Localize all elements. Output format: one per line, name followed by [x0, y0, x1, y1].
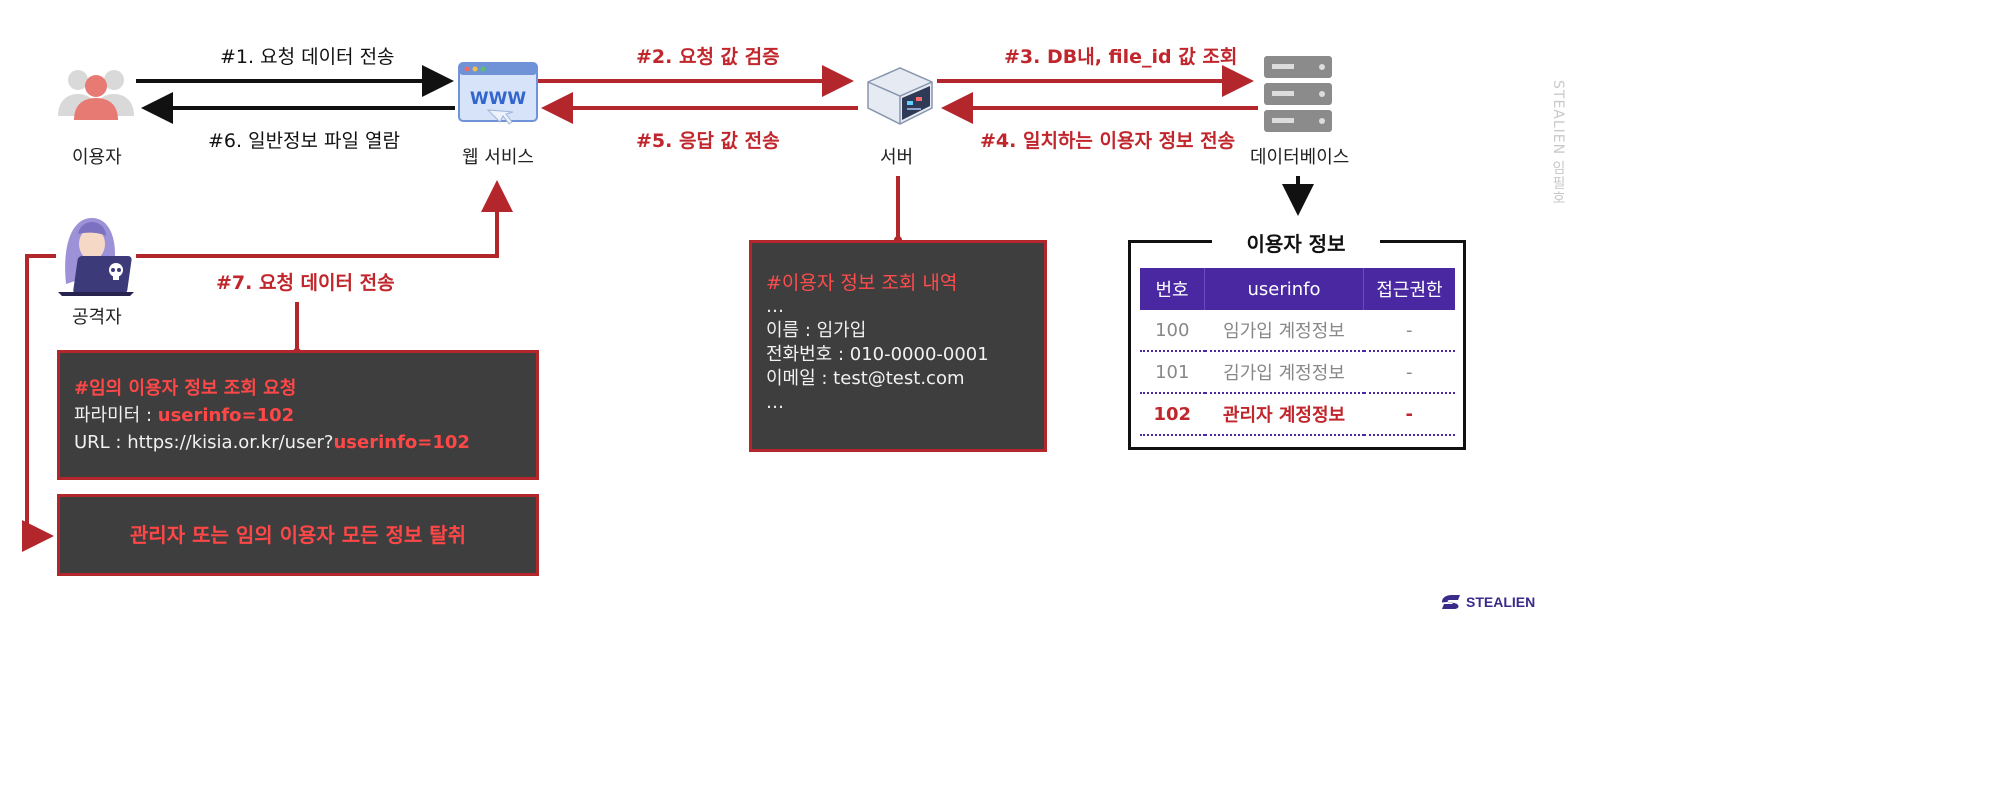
web-browser-icon: WWW: [458, 62, 538, 125]
server-label: 서버: [880, 147, 914, 168]
server-log-email: 이메일 : test@test.com: [766, 368, 965, 389]
hacker-icon: [58, 218, 134, 296]
step5-label: #5. 응답 값 전송: [636, 130, 780, 152]
attack-request-url: URL : https://kisia.or.kr/user?userinfo=…: [74, 432, 470, 453]
attack-request-title: #임의 이용자 정보 조회 요청: [74, 378, 297, 399]
diagram-connectors: [22, 65, 1314, 552]
user-info-table: 번호 userinfo 접근권한 100 임가입 계정정보 - 101 김가입 …: [1140, 268, 1455, 436]
table-cell: -: [1363, 310, 1455, 352]
table-cell: 임가입 계정정보: [1204, 310, 1364, 352]
database-label: 데이터베이스: [1250, 147, 1350, 168]
table-row: 100 임가입 계정정보 -: [1140, 310, 1455, 352]
web-icon-text: WWW: [470, 89, 527, 109]
table-cell: 관리자 계정정보: [1204, 393, 1364, 436]
user-group-icon: [58, 70, 134, 120]
table-cell: 102: [1140, 393, 1205, 436]
web-service-label: 웹 서비스: [462, 147, 534, 168]
user-label: 이용자: [72, 147, 122, 168]
step1-label: #1. 요청 데이터 전송: [220, 46, 395, 68]
stealien-logo-text: STEALIEN: [1466, 594, 1536, 610]
user-info-title: 이용자 정보: [1212, 228, 1380, 256]
server-log-title: #이용자 정보 조회 내역: [766, 272, 958, 294]
table-header-row: 번호 userinfo 접근권한: [1140, 268, 1455, 310]
server-icon: [867, 67, 933, 125]
result-box: 관리자 또는 임의 이용자 모든 정보 탈취: [57, 494, 539, 576]
server-log-phone: 전화번호 : 010-0000-0001: [766, 344, 989, 365]
table-header-cell: 접근권한: [1363, 268, 1455, 310]
table-cell: -: [1363, 393, 1455, 436]
table-cell: 100: [1140, 310, 1205, 352]
table-row: 102 관리자 계정정보 -: [1140, 393, 1455, 436]
step4-label: #4. 일치하는 이용자 정보 전송: [980, 130, 1236, 152]
arrow-attacker-result: [22, 254, 56, 552]
server-log-ellipsis-bottom: …: [766, 392, 784, 413]
arrow-step7: [136, 180, 513, 258]
step3-label: #3. DB내, file_id 값 조회: [1004, 46, 1238, 68]
table-cell: -: [1363, 351, 1455, 394]
table-cell: 김가입 계정정보: [1204, 351, 1364, 394]
server-log-ellipsis-top: …: [766, 296, 784, 317]
stealien-logo-icon: [1442, 595, 1460, 609]
attack-request-box: #임의 이용자 정보 조회 요청 파라미터 : userinfo=102 URL…: [57, 350, 539, 480]
server-log-box: #이용자 정보 조회 내역 … 이름 : 임가입 전화번호 : 010-0000…: [749, 240, 1047, 452]
step7-label: #7. 요청 데이터 전송: [216, 272, 395, 294]
database-server-icon: [1264, 56, 1332, 132]
server-log-name: 이름 : 임가입: [766, 320, 867, 341]
table-header-cell: userinfo: [1204, 268, 1364, 310]
result-text: 관리자 또는 임의 이용자 모든 정보 탈취: [129, 522, 467, 547]
step6-label: #6. 일반정보 파일 열람: [208, 130, 401, 152]
table-cell: 101: [1140, 351, 1205, 394]
table-header-cell: 번호: [1140, 268, 1205, 310]
watermark: STEALIEN 임필호: [1550, 80, 1566, 206]
table-row: 101 김가입 계정정보 -: [1140, 351, 1455, 394]
attacker-label: 공격자: [72, 307, 122, 328]
attack-request-param: 파라미터 : userinfo=102: [74, 405, 295, 426]
step2-label: #2. 요청 값 검증: [636, 46, 780, 68]
stealien-logo: STEALIEN: [1440, 594, 1535, 610]
